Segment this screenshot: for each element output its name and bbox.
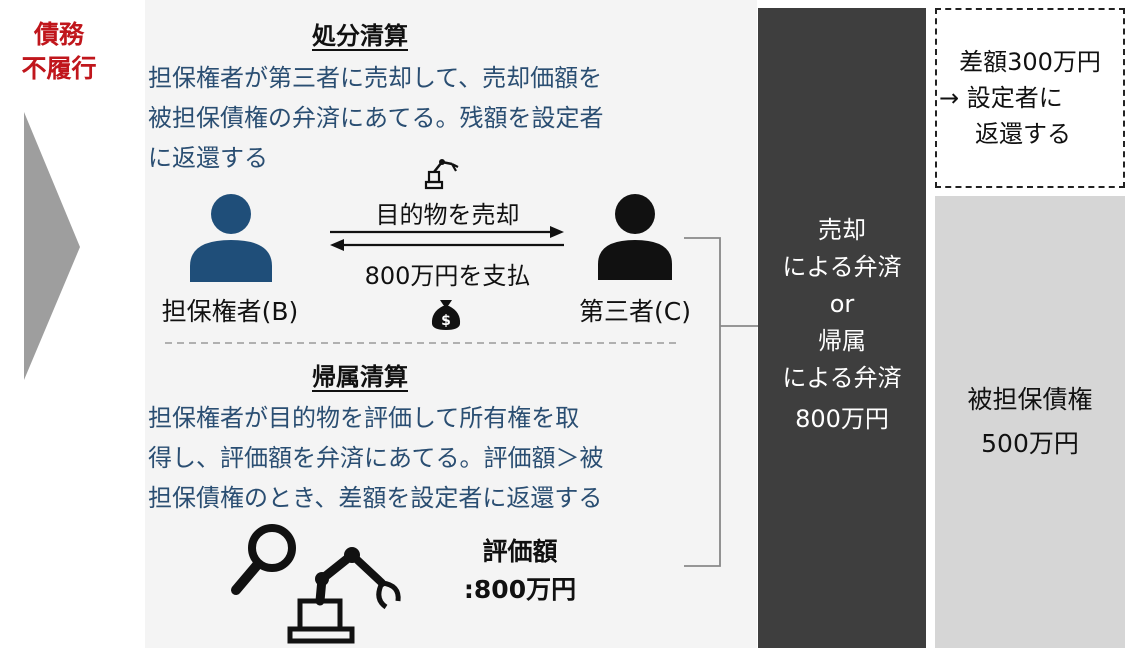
valuation-line2: :800万円 bbox=[463, 575, 577, 604]
repayment-bar bbox=[758, 8, 926, 648]
repayment-line4: 帰属 bbox=[818, 327, 866, 355]
person-c-icon bbox=[598, 194, 672, 280]
attribution-desc-line3: 担保債権のとき、差額を設定者に返還する bbox=[148, 484, 603, 512]
repayment-line1: 売却 bbox=[818, 216, 866, 244]
robot-arm-large-icon bbox=[287, 547, 401, 644]
secured-debt-line1: 被担保債権 bbox=[967, 385, 1093, 414]
surplus-box bbox=[935, 8, 1125, 188]
surplus-line3: 返還する bbox=[975, 120, 1071, 148]
surplus-line1: 差額300万円 bbox=[959, 48, 1101, 76]
party-b-label: 担保権者(B) bbox=[161, 297, 299, 326]
secured-debt-box bbox=[935, 196, 1125, 648]
disposal-desc-line1: 担保権者が第三者に売却して、売却価額を bbox=[148, 64, 603, 92]
person-b-icon bbox=[190, 194, 272, 282]
bracket-connector bbox=[684, 237, 758, 567]
magnifier-icon bbox=[231, 524, 296, 595]
repayment-line5: による弁済 bbox=[782, 364, 902, 392]
repayment-bar-text: 売却 による弁済 or 帰属 による弁済 800万円 bbox=[758, 212, 926, 438]
robot-arm-icon bbox=[424, 159, 459, 190]
attribution-desc-line2: 得し、評価額を弁済にあてる。評価額＞被 bbox=[148, 444, 604, 472]
repayment-line2: による弁済 bbox=[782, 253, 902, 281]
default-label-line1: 債務 bbox=[33, 20, 84, 49]
default-label: 債務 不履行 bbox=[0, 18, 118, 86]
valuation-line1: 評価額 bbox=[482, 537, 558, 566]
disposal-title: 処分清算 bbox=[312, 22, 408, 50]
money-bag-icon: $ bbox=[431, 300, 461, 330]
section-divider bbox=[165, 342, 680, 344]
default-label-line2: 不履行 bbox=[21, 54, 97, 83]
attribution-description: 担保権者が目的物を評価して所有権を取 得し、評価額を弁済にあてる。評価額＞被 担… bbox=[148, 398, 753, 518]
valuation-label: 評価額 :800万円 bbox=[420, 533, 620, 609]
repayment-line6: 800万円 bbox=[795, 405, 889, 433]
svg-text:$: $ bbox=[441, 313, 451, 329]
exchange-arrows bbox=[330, 226, 564, 251]
payment-label: 800万円を支払 bbox=[364, 262, 531, 290]
chevron-arrow-icon bbox=[24, 112, 80, 380]
disposal-description: 担保権者が第三者に売却して、売却価額を 被担保債権の弁済にあてる。残額を設定者 … bbox=[148, 58, 753, 178]
sale-label: 目的物を売却 bbox=[375, 201, 520, 229]
disposal-desc-line3: に返還する bbox=[148, 144, 268, 172]
surplus-text: 差額300万円 → 設定者に 返還する bbox=[935, 44, 1125, 152]
surplus-line2: → 設定者に bbox=[939, 84, 1063, 112]
party-c-label: 第三者(C) bbox=[579, 297, 691, 326]
secured-debt-text: 被担保債権 500万円 bbox=[935, 378, 1125, 466]
secured-debt-line2: 500万円 bbox=[981, 429, 1079, 458]
repayment-line3: or bbox=[829, 290, 855, 318]
disposal-desc-line2: 被担保債権の弁済にあてる。残額を設定者 bbox=[148, 104, 604, 132]
attribution-title: 帰属清算 bbox=[312, 363, 408, 391]
attribution-desc-line1: 担保権者が目的物を評価して所有権を取 bbox=[148, 404, 580, 432]
